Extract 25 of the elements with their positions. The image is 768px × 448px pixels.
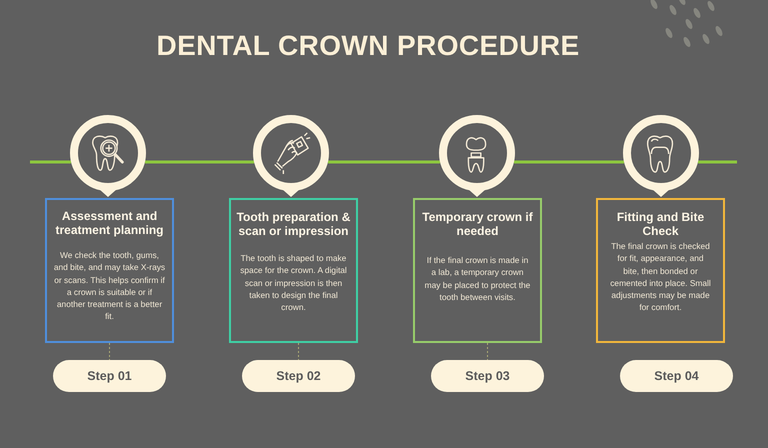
step-heading: Fitting and Bite Check [616,210,706,238]
step-card [45,198,174,343]
step-pill: Step 02 [242,360,355,392]
timeline-line [514,160,624,164]
timeline-line [30,160,72,164]
step-description: The final crown is checked for fit, appearance, and bite, then bonded or cemented into place. Small adjustments may be made for comfort. [610,240,712,314]
timeline-line [328,160,440,164]
dashed-connector [109,342,110,360]
dashed-connector [487,342,488,360]
timeline-line [698,160,737,164]
step-card [229,198,358,343]
step-description: We check the tooth, gums, and bite, and may take X-rays or scans. This helps confirm if a crown is suitable or if another treatment is a better fit. [54,249,166,323]
step-card [596,198,725,343]
step-description: If the final crown is made in a lab, a temporary crown may be placed to protect the tooth between visits. [424,254,532,304]
step-pill: Step 03 [431,360,544,392]
step-pill: Step 04 [620,360,733,392]
step-description: The tooth is shaped to make space for the crown. A digital scan or impression is then taken to design the final crown. [239,252,348,314]
step-card [413,198,542,343]
step-pill: Step 01 [53,360,166,392]
step-heading: Assessment and treatment planning [54,209,164,237]
dashed-connector [298,342,299,360]
title: DENTAL CROWN PROCEDURE [156,30,580,62]
step-heading: Temporary crown if needed [422,210,534,238]
step-heading: Tooth preparation & scan or impression [236,210,352,238]
timeline-line [144,160,254,164]
